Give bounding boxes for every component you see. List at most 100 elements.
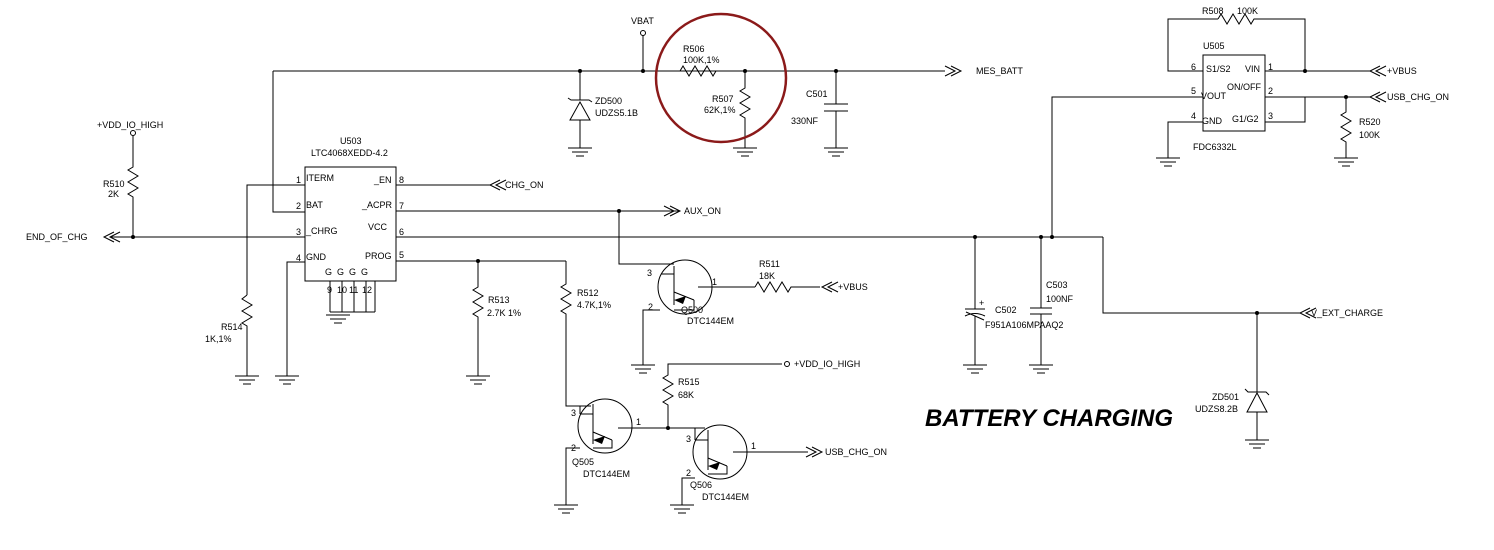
u505-ref: U505 <box>1203 41 1225 51</box>
net-label-vbat: VBAT <box>631 16 654 26</box>
net-label-end-of-chg: END_OF_CHG <box>26 232 88 242</box>
r514-value: 1K,1% <box>205 334 232 344</box>
u505-pin4-num: 4 <box>1191 111 1196 121</box>
resistor-r513: R513 2.7K 1% <box>465 261 521 385</box>
zd501-ref: ZD501 <box>1212 392 1239 402</box>
net-label-vdd-io-high-r515: +VDD_IO_HIGH <box>794 359 860 369</box>
u503-pin2-name: BAT <box>306 200 323 210</box>
r511-ref: R511 <box>759 259 780 269</box>
r507-value: 62K,1% <box>704 105 736 115</box>
resistor-r506: R506 100K,1% <box>670 44 720 77</box>
u503-pin6-name: VCC <box>368 222 388 232</box>
r520-value: 100K <box>1359 130 1380 140</box>
u505-pin6-name: S1/S2 <box>1206 64 1231 74</box>
u503-pin5-name: PROG <box>365 251 392 261</box>
u503-g1: G <box>325 267 332 277</box>
u503-pin8-num: 8 <box>399 175 404 185</box>
net-label-vbus-u505: +VBUS <box>1387 66 1417 76</box>
u505-pin1-num: 1 <box>1268 62 1273 72</box>
transistor-q500: 3 1 2 Q500 DTC144EM <box>618 211 755 374</box>
zd501-value: UDZS8.2B <box>1195 404 1238 414</box>
u505-pin3-name: G1/G2 <box>1232 114 1259 124</box>
u503-ref: U503 <box>340 136 362 146</box>
q500-pin3: 3 <box>647 268 652 278</box>
net-label-vbus-q500: +VBUS <box>838 282 868 292</box>
q505-pin3: 3 <box>571 408 576 418</box>
schematic-title: BATTERY CHARGING <box>925 405 1173 432</box>
r506-value: 100K,1% <box>683 55 720 65</box>
u503-pin4-name: GND <box>306 252 327 262</box>
net-label-usb-chg-on-u505: USB_CHG_ON <box>1387 92 1449 102</box>
r513-value: 2.7K 1% <box>487 308 521 318</box>
u503-pin5-num: 5 <box>399 250 404 260</box>
q505-value: DTC144EM <box>583 469 630 479</box>
ic-u505: U505 FDC6332L S1/S2 VOUT GND 6 5 4 VIN O… <box>1191 41 1273 152</box>
u505-pin3-num: 3 <box>1268 111 1273 121</box>
vbat-section: VBAT ZD500 UDZS5.1B R506 100K,1% R507 62… <box>273 12 1023 157</box>
q506-value: DTC144EM <box>702 492 749 502</box>
u505-part: FDC6332L <box>1193 142 1237 152</box>
zener-diode-zd500: ZD500 UDZS5.1B <box>567 71 638 157</box>
net-label-mes-batt: MES_BATT <box>976 66 1023 76</box>
resistor-r512: R512 4.7K,1% <box>560 261 611 407</box>
r513-ref: R513 <box>488 295 510 305</box>
r510-ref: R510 <box>103 179 125 189</box>
zener-diode-zd501: ZD501 UDZS8.2B <box>1195 313 1270 449</box>
r520-ref: R520 <box>1359 117 1381 127</box>
q505-ref: Q505 <box>572 457 594 467</box>
capacitor-c502: + C502 F951A106MPAAQ2 <box>962 237 1063 374</box>
ic-u503: U503 LTC4068XEDD-4.2 ITERM BAT _CHRG GND… <box>296 136 404 324</box>
resistor-r510: +VDD_IO_HIGH R510 2K <box>97 120 163 237</box>
zd500-value: UDZS5.1B <box>595 108 638 118</box>
r508-ref: R508 <box>1202 6 1224 16</box>
q505-pin1: 1 <box>636 417 641 427</box>
u503-g1-num: 9 <box>327 285 332 295</box>
r508-value: 100K <box>1237 6 1258 16</box>
u503-g3: G <box>349 267 356 277</box>
u503-pin2-num: 2 <box>296 201 301 211</box>
u503-pin6-num: 6 <box>399 227 404 237</box>
u503-g2: G <box>337 267 344 277</box>
capacitor-c501: C501 330NF <box>791 71 849 157</box>
r510-value: 2K <box>108 189 119 199</box>
transistor-q505: 3 1 2 Q505 DTC144EM <box>553 398 668 514</box>
resistor-r520: R520 100K <box>1333 97 1381 167</box>
q506-ref: Q506 <box>690 480 712 490</box>
u505-pin5-name: VOUT <box>1201 91 1227 101</box>
q500-value: DTC144EM <box>687 316 734 326</box>
zd500-ref: ZD500 <box>595 96 622 106</box>
u503-left-wires <box>110 71 305 385</box>
u503-g4: G <box>361 267 368 277</box>
u503-pin1-num: 1 <box>296 175 301 185</box>
u505-pin2-num: 2 <box>1268 86 1273 96</box>
u505-pin4-name: GND <box>1202 116 1223 126</box>
net-label-v-ext-charge: V_EXT_CHARGE <box>1311 308 1383 318</box>
u505-pin2-name: ON/OFF <box>1227 82 1261 92</box>
u503-pin7-num: 7 <box>399 201 404 211</box>
c501-value: 330NF <box>791 116 819 126</box>
c502-value: F951A106MPAAQ2 <box>985 320 1063 330</box>
resistor-r511: R511 18K +VBUS <box>754 259 868 293</box>
q506-pin2: 2 <box>686 468 691 478</box>
r514-ref: R514 <box>221 322 243 332</box>
r512-ref: R512 <box>577 288 599 298</box>
u503-pin1-name: ITERM <box>306 173 334 183</box>
r511-value: 18K <box>759 271 775 281</box>
u503-g4-num: 12 <box>362 285 372 295</box>
r512-value: 4.7K,1% <box>577 300 611 310</box>
q506-pin3: 3 <box>686 434 691 444</box>
c503-ref: C503 <box>1046 280 1068 290</box>
resistor-r507: R507 62K,1% <box>704 71 758 157</box>
resistor-r515: +VDD_IO_HIGH R515 68K <box>662 359 860 430</box>
highlight-circle <box>654 12 788 144</box>
resistor-r514: R514 1K,1% <box>205 294 260 385</box>
u503-pin7-name: _ACPR <box>361 200 393 210</box>
u503-g2-num: 10 <box>337 285 347 295</box>
u503-pin3-name: _CHRG <box>305 226 338 236</box>
c502-polarity: + <box>979 298 984 308</box>
q500-pin1: 1 <box>712 277 717 287</box>
u505-wires: R508 100K +VBUS USB_CHG_ON <box>1051 6 1449 237</box>
q500-pin2: 2 <box>648 302 653 312</box>
net-label-vdd-io-high: +VDD_IO_HIGH <box>97 120 163 130</box>
